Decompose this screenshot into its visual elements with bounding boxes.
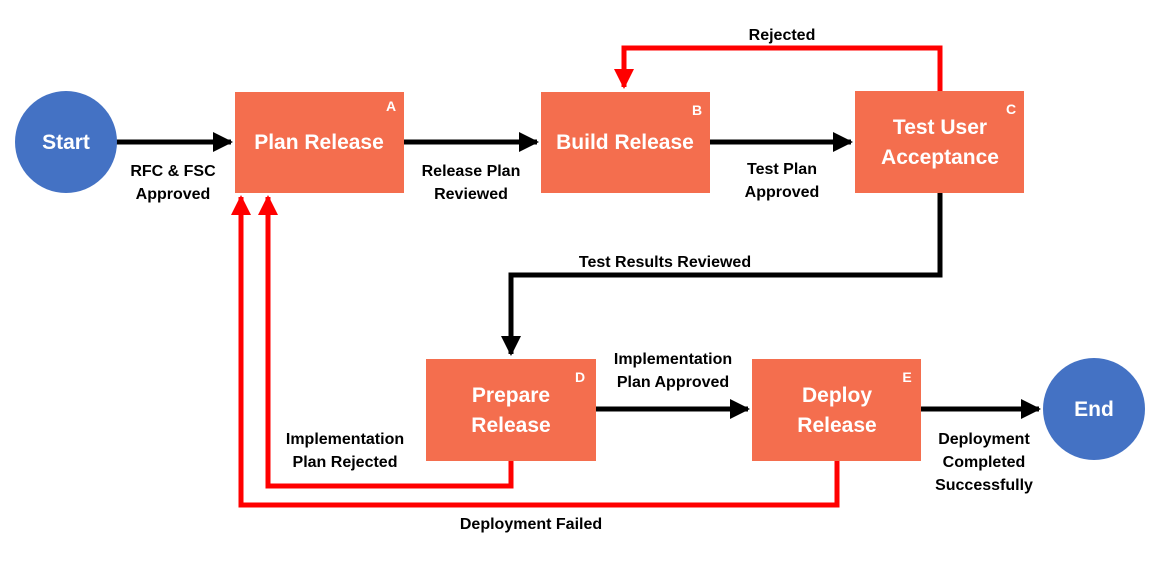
test-user-acceptance-label-line1: Test User bbox=[893, 116, 987, 139]
build-release-node: B Build Release bbox=[541, 92, 710, 193]
prepare-release-label-line1: Prepare bbox=[472, 384, 550, 407]
label-deployment-completed-line1: Deployment bbox=[938, 431, 1030, 448]
plan-release-node: A Plan Release bbox=[235, 92, 404, 193]
label-rejected: Rejected bbox=[749, 27, 816, 44]
start-label: Start bbox=[42, 131, 90, 154]
edge-test-to-prepare bbox=[501, 193, 943, 356]
deploy-release-letter: E bbox=[902, 369, 911, 385]
prepare-release-label-line2: Release bbox=[471, 414, 550, 437]
label-implementation-plan-approved-line1: Implementation bbox=[614, 351, 732, 368]
label-implementation-plan-rejected-line1: Implementation bbox=[286, 431, 404, 448]
label-deployment-completed-line2: Completed bbox=[943, 454, 1026, 471]
edge-test-rejected-to-build bbox=[614, 45, 943, 91]
end-label: End bbox=[1074, 398, 1114, 421]
label-test-plan-approved-line1: Test Plan bbox=[747, 161, 817, 178]
deploy-release-label-line1: Deploy bbox=[802, 384, 872, 407]
end-node: End bbox=[1043, 358, 1145, 460]
prepare-release-letter: D bbox=[575, 369, 585, 385]
label-implementation-plan-rejected-line2: Plan Rejected bbox=[293, 454, 398, 471]
deploy-release-label-line2: Release bbox=[797, 414, 876, 437]
plan-release-letter: A bbox=[386, 98, 396, 114]
deploy-release-node: E Deploy Release bbox=[752, 359, 921, 461]
plan-release-label: Plan Release bbox=[254, 131, 384, 154]
test-user-acceptance-letter: C bbox=[1006, 101, 1016, 117]
build-release-label: Build Release bbox=[556, 131, 694, 154]
label-rfc-fsc-line2: Approved bbox=[136, 186, 211, 203]
label-implementation-plan-approved-line2: Plan Approved bbox=[617, 374, 729, 391]
label-rfc-fsc-line1: RFC & FSC bbox=[130, 163, 216, 180]
build-release-letter: B bbox=[692, 102, 702, 118]
label-test-results-reviewed: Test Results Reviewed bbox=[579, 254, 751, 271]
label-release-plan-reviewed-line2: Reviewed bbox=[434, 186, 508, 203]
label-release-plan-reviewed-line1: Release Plan bbox=[422, 163, 521, 180]
label-deployment-completed-line3: Successfully bbox=[935, 477, 1033, 494]
prepare-release-node: D Prepare Release bbox=[426, 359, 596, 461]
label-deployment-failed: Deployment Failed bbox=[460, 516, 602, 533]
start-node: Start bbox=[15, 91, 117, 193]
edge-deploy-failed-to-plan bbox=[231, 195, 840, 508]
label-test-plan-approved-line2: Approved bbox=[745, 184, 820, 201]
edge-prepare-rejected-to-plan bbox=[258, 195, 514, 489]
test-user-acceptance-node: C Test User Acceptance bbox=[855, 91, 1024, 193]
test-user-acceptance-label-line2: Acceptance bbox=[881, 146, 999, 169]
